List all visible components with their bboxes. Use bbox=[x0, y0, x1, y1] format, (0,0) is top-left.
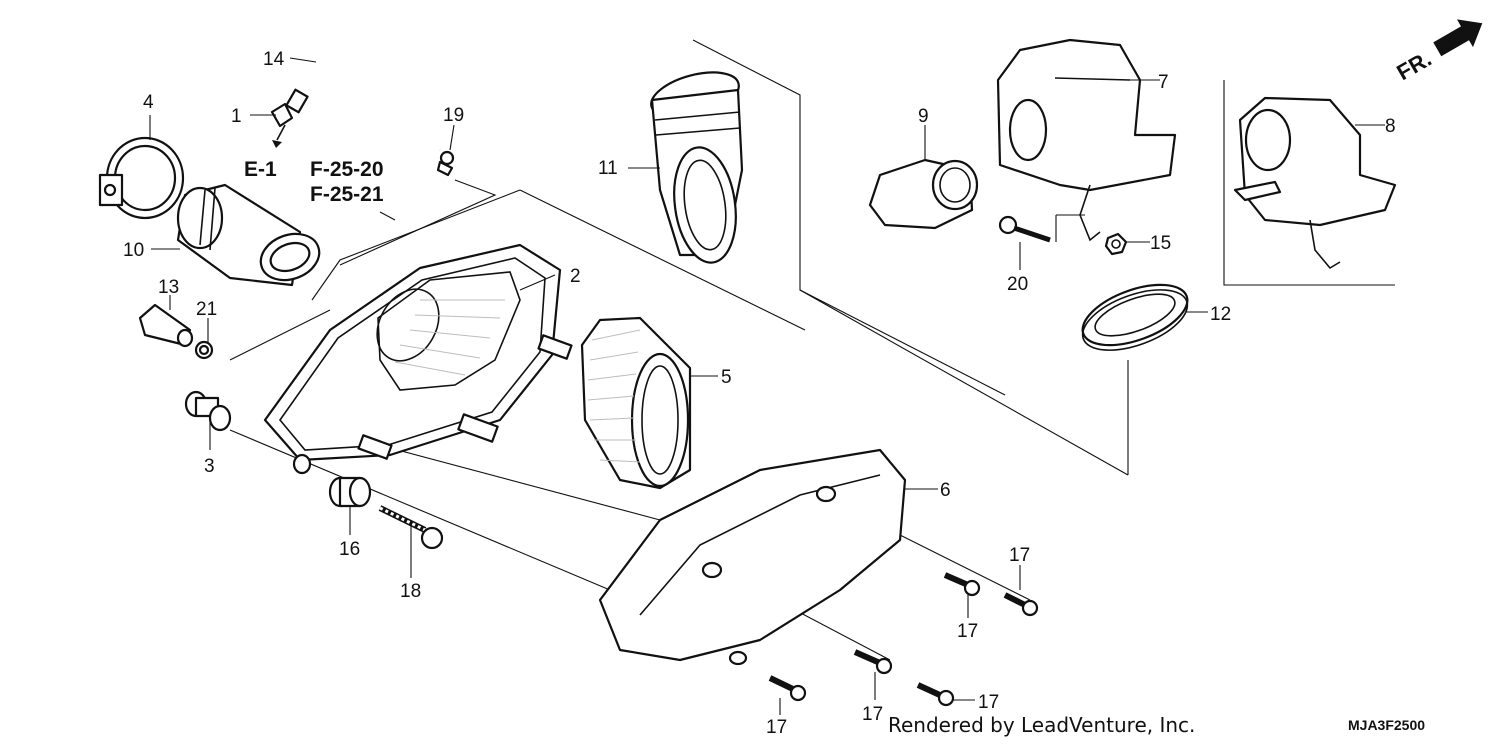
case-hatching bbox=[394, 299, 505, 376]
clip-part-19 bbox=[436, 150, 455, 177]
callout-15: 15 bbox=[1150, 233, 1171, 254]
callout-20: 20 bbox=[1007, 274, 1028, 295]
diagram-code: MJA3F2500 bbox=[1348, 717, 1425, 733]
filter-element-part bbox=[580, 316, 692, 490]
bolt-17-d bbox=[916, 682, 955, 707]
callout-21: 21 bbox=[196, 299, 217, 320]
alt-cover-part bbox=[1233, 96, 1397, 270]
callout-3: 3 bbox=[204, 456, 215, 477]
seal-ring-part bbox=[1081, 283, 1189, 351]
callout-14: 14 bbox=[263, 49, 285, 70]
callout-8: 8 bbox=[1385, 116, 1396, 137]
bolt-17-c bbox=[853, 649, 893, 675]
callout-12: 12 bbox=[1210, 304, 1231, 325]
bolt-17-b bbox=[1003, 592, 1039, 617]
airbox-cover-part bbox=[996, 38, 1177, 242]
callout-9: 9 bbox=[918, 106, 929, 127]
bolts-part-17 bbox=[768, 572, 1039, 707]
callout-6: 6 bbox=[940, 480, 951, 501]
bolt-17-e bbox=[768, 675, 807, 702]
callout-5: 5 bbox=[721, 367, 732, 388]
callout-17-e: 17 bbox=[978, 692, 999, 713]
band-clamp-part bbox=[98, 136, 185, 220]
front-direction-indicator: FR. bbox=[1392, 19, 1483, 85]
callout-16: 16 bbox=[339, 539, 360, 560]
callout-17-a: 17 bbox=[1009, 545, 1030, 566]
callout-18: 18 bbox=[400, 581, 421, 602]
air-cleaner-case-part bbox=[263, 243, 573, 475]
bolt-part-18 bbox=[378, 505, 444, 550]
callout-labels: 14 1 4 19 11 10 2 9 7 8 15 20 12 13 21 5… bbox=[123, 49, 1396, 738]
reference-labels: E-1 F-25-20 F-25-21 bbox=[244, 158, 384, 206]
ref-f-25-21: F-25-21 bbox=[310, 183, 384, 206]
front-arrow-icon bbox=[1433, 19, 1483, 57]
callout-11: 11 bbox=[598, 158, 618, 179]
grommet-part-3 bbox=[184, 390, 232, 432]
collar-part-16 bbox=[328, 476, 372, 508]
bolt-17-a bbox=[943, 572, 981, 597]
intake-boot-part bbox=[176, 183, 321, 287]
callout-13: 13 bbox=[158, 277, 179, 298]
callout-1: 1 bbox=[231, 106, 242, 127]
callout-4: 4 bbox=[143, 92, 154, 113]
callout-17-b: 17 bbox=[957, 621, 978, 642]
callout-2: 2 bbox=[570, 266, 581, 287]
clip-part-1 bbox=[270, 102, 294, 148]
nut-part-15 bbox=[1104, 232, 1128, 256]
intake-duct-part bbox=[650, 71, 744, 264]
screw-part-20 bbox=[998, 215, 1051, 243]
callout-10: 10 bbox=[123, 240, 144, 261]
callout-17-d: 17 bbox=[766, 717, 787, 738]
ref-f-25-20: F-25-20 bbox=[310, 158, 384, 181]
front-label: FR. bbox=[1392, 46, 1435, 85]
funnel-part bbox=[868, 158, 979, 230]
breather-tube-part bbox=[285, 50, 441, 153]
filter-mesh bbox=[587, 329, 641, 463]
cover-part bbox=[598, 448, 907, 666]
clamp-part-21 bbox=[194, 340, 214, 360]
callout-17-c: 17 bbox=[862, 704, 883, 725]
render-credit: Rendered by LeadVenture, Inc. bbox=[888, 713, 1195, 737]
callout-leaders bbox=[149, 57, 1385, 715]
callout-19: 19 bbox=[443, 105, 464, 126]
callout-7: 7 bbox=[1158, 72, 1169, 93]
ref-e1: E-1 bbox=[244, 158, 277, 181]
drain-plug-part bbox=[138, 303, 194, 348]
